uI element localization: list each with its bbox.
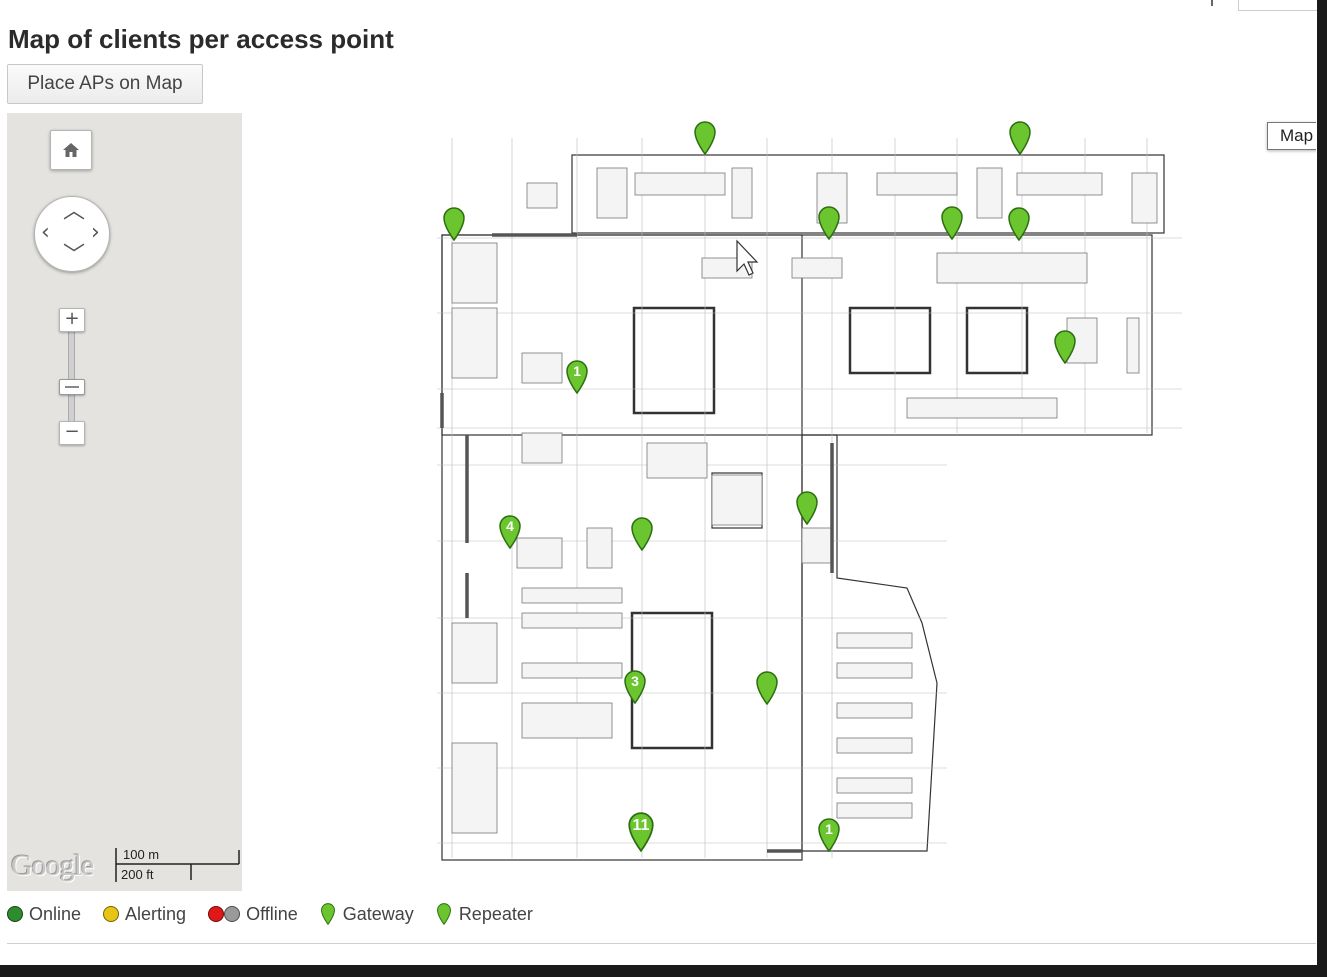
pin-client-count: 11 — [632, 817, 650, 834]
zoom-out-button[interactable]: − — [59, 421, 85, 445]
online-dot-icon — [7, 906, 23, 922]
access-point-pin[interactable] — [442, 207, 466, 242]
access-point-pin[interactable] — [630, 517, 654, 552]
legend-offline: Offline — [208, 904, 298, 925]
pan-control[interactable]: ︿ ﹀ ‹ › — [34, 196, 110, 272]
pan-right-icon[interactable]: › — [91, 220, 100, 245]
offline-red-dot-icon — [208, 906, 225, 922]
pin-client-count: 4 — [506, 518, 514, 534]
pin-client-count: 1 — [825, 821, 833, 837]
map-type-button[interactable]: Map — [1267, 122, 1316, 150]
legend-gateway: Gateway — [320, 903, 414, 925]
top-edge-mark — [1205, 0, 1213, 6]
access-point-pin[interactable]: 1 — [565, 360, 589, 395]
top-edge-tab — [1238, 0, 1318, 11]
scale-metric: 100 m — [123, 847, 160, 862]
access-point-pin[interactable]: 3 — [623, 670, 647, 705]
map-legend: Online Alerting Offline Gateway Repeater — [7, 901, 555, 927]
pan-down-icon[interactable]: ﹀ — [63, 243, 86, 268]
access-point-pin[interactable]: 1 — [817, 818, 841, 853]
access-point-pin[interactable] — [1008, 121, 1032, 156]
divider — [7, 943, 1316, 944]
legend-repeater-label: Repeater — [458, 903, 533, 924]
access-point-pin[interactable] — [755, 671, 779, 706]
offline-gray-dot-icon — [224, 906, 241, 922]
pin-client-count: 1 — [573, 363, 581, 379]
access-point-pin[interactable] — [1007, 207, 1031, 242]
access-point-pin[interactable] — [940, 206, 964, 241]
access-point-pin[interactable] — [693, 121, 717, 156]
access-point-pin[interactable]: 4 — [498, 515, 522, 550]
legend-repeater: Repeater — [436, 903, 533, 925]
map-canvas[interactable]: ︿ ﹀ ‹ › + − Google 100 m 200 ft — [7, 113, 1316, 891]
access-point-pin[interactable] — [795, 491, 819, 526]
window-edge-right — [1317, 0, 1327, 977]
home-icon[interactable] — [50, 130, 92, 170]
legend-online-label: Online — [29, 903, 82, 924]
place-aps-button[interactable]: Place APs on Map — [7, 64, 203, 104]
legend-alerting: Alerting — [103, 904, 186, 925]
page-title: Map of clients per access point — [8, 24, 394, 54]
scale-imperial: 200 ft — [121, 867, 154, 882]
window-edge-bottom — [0, 965, 1327, 977]
pan-left-icon[interactable]: ‹ — [41, 220, 50, 245]
google-logo: Google — [11, 849, 94, 882]
legend-gateway-label: Gateway — [342, 903, 414, 924]
pan-up-icon[interactable]: ︿ — [63, 199, 86, 224]
zoom-in-button[interactable]: + — [59, 308, 85, 332]
pin-client-count: 3 — [631, 673, 639, 689]
zoom-slider-thumb[interactable] — [59, 379, 85, 395]
access-point-pin[interactable]: 11 — [626, 812, 656, 853]
access-point-pin[interactable] — [1053, 330, 1077, 365]
floor-plan — [437, 138, 1182, 861]
legend-offline-label: Offline — [246, 903, 298, 924]
legend-online: Online — [7, 904, 81, 925]
legend-alerting-label: Alerting — [125, 903, 187, 924]
scale-bar: 100 m 200 ft — [115, 846, 241, 886]
alerting-dot-icon — [103, 906, 120, 922]
gateway-pin-icon — [320, 903, 335, 925]
access-point-pin[interactable] — [817, 206, 841, 241]
repeater-pin-icon — [436, 903, 451, 925]
